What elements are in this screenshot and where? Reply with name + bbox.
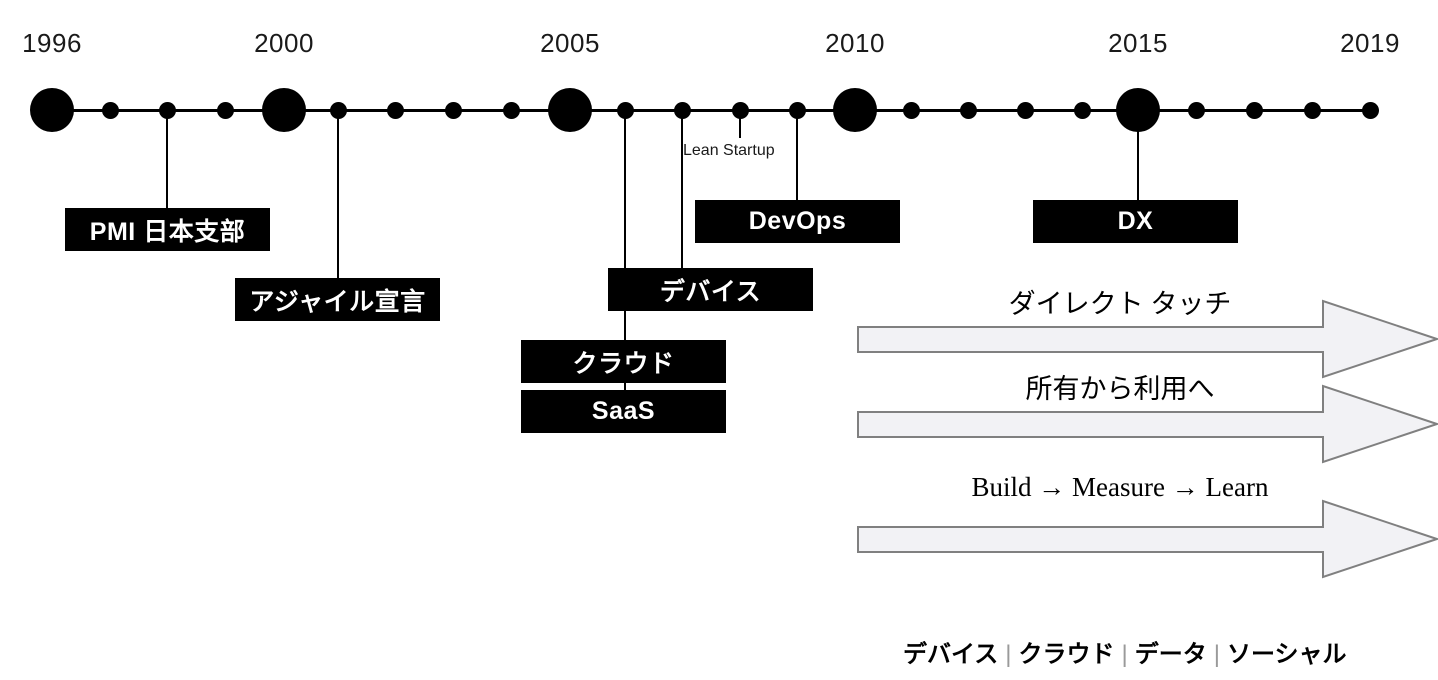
timeline-node-small [101,101,119,119]
footer-item: データ [1134,641,1207,668]
arrow-caption-direct-touch: ダイレクト タッチ [1008,289,1232,319]
year-label-2005: 2005 [540,28,600,58]
timeline-node-small [1187,101,1205,119]
timeline-node-small [1303,101,1321,119]
connector-device [681,110,683,268]
timeline-node-small [1073,101,1091,119]
footer-item: クラウド [1018,641,1115,668]
timeline-node-small [1361,101,1379,119]
arrow-build-measure-learn [857,499,1438,579]
connector-dx [1137,110,1139,200]
event-box-dx[interactable]: DX [1033,200,1238,243]
timeline-node-small [444,101,462,119]
connector-devops [796,110,798,200]
label-lean-startup: Lean Startup [683,142,775,159]
year-label-2000: 2000 [254,28,314,58]
year-label-2019: 2019 [1340,28,1400,58]
footer-note: デバイス|クラウド|データ|ソーシャル [903,634,1347,669]
timeline-axis [52,109,1370,112]
footer-separator: | [1005,641,1012,668]
event-box-agile[interactable]: アジャイル宣言 [235,278,440,321]
year-label-1996: 1996 [22,28,82,58]
tick-lean-startup [739,110,741,138]
event-box-cloud[interactable]: クラウド [521,340,726,383]
arrow-own-to-use [857,384,1438,464]
timeline-node-small [386,101,404,119]
footer-item: デバイス [903,641,999,668]
event-box-saas[interactable]: SaaS [521,390,726,433]
event-box-pmi[interactable]: PMI 日本支部 [65,208,270,251]
timeline-node-small [959,101,977,119]
timeline-node-large [30,88,74,132]
arrow-caption-own-to-use: 所有から利用へ [1025,374,1215,404]
timeline-node-small [216,101,234,119]
timeline-node-large [833,88,877,132]
timeline-node-small [902,101,920,119]
timeline-node-small [502,101,520,119]
timeline-node-large [548,88,592,132]
footer-separator: | [1213,641,1220,668]
arrow-direct-touch [857,299,1438,379]
event-box-device[interactable]: デバイス [608,268,813,311]
footer-item: ソーシャル [1226,641,1347,668]
event-box-devops[interactable]: DevOps [695,200,900,243]
connector-agile [337,110,339,278]
connector-pmi [166,110,168,208]
year-label-2015: 2015 [1108,28,1168,58]
timeline-node-large [262,88,306,132]
connector-saas [624,110,626,390]
year-label-2010: 2010 [825,28,885,58]
timeline-node-small [1245,101,1263,119]
arrow-caption-build-measure-learn: Build → Measure → Learn [971,472,1269,502]
footer-separator: | [1121,641,1128,668]
timeline-node-small [1016,101,1034,119]
